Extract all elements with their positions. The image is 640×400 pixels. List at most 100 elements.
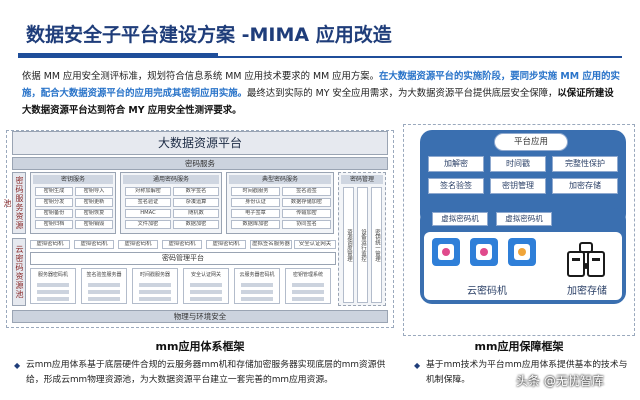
server-indicator (518, 248, 526, 256)
big-data-platform-bar: 大数据资源平台 (12, 131, 388, 155)
group-cell: 签名验证 (125, 198, 171, 207)
service-box: 签名验签 (428, 178, 484, 194)
right-note: ◆ 基于mm技术为平台mm应用体系提供基本的技术与机制保障。 (414, 358, 634, 388)
group-cell: 数据库加密 (231, 220, 280, 229)
mm-system-framework-panel (6, 130, 394, 328)
cloud-pool-side-label: 云密码资源池 (12, 238, 26, 306)
group-cell: 文件加密 (125, 220, 171, 229)
intro-bold: 以保证所建设大数据资源平台达到符合 MY 应用安全性测评要求。 (22, 88, 614, 116)
physical-device: 安全认证网关 (183, 268, 229, 304)
group-cell: 身份认证 (231, 198, 280, 207)
right-note-text: 基于mm技术为平台mm应用体系提供基本的技术与机制保障。 (426, 360, 628, 385)
service-box: 加解密 (428, 156, 484, 172)
device-slot (139, 297, 171, 301)
group-cell: 密钥更新 (75, 198, 113, 207)
title-accent-bar (18, 53, 218, 58)
group-cell: 密钥生成 (35, 187, 73, 196)
right-diagram-caption: mm应用保障框架 (474, 340, 564, 353)
platform-application-label: 平台应用 (494, 133, 568, 151)
key-service-group: 密钥服务 密钥生成 密钥导入 密钥分发 密钥更新 密钥备份 密钥恢复 密钥归档 … (30, 172, 116, 234)
intro-highlight: 在大数据资源平台的实施阶段，要同步实施 MM 应用的实施，配合大数据资源平台的应… (22, 71, 620, 99)
crypto-service-bar: 密码服务 (12, 157, 388, 170)
physical-device-label: 时间戳服务器 (139, 272, 170, 278)
virtual-device: 虚拟密码机 (162, 240, 202, 249)
device-slot (88, 283, 120, 287)
group-cell: 密钥恢复 (75, 209, 113, 218)
typical-crypto-header: 典型密码服务 (229, 175, 331, 184)
physical-device-label: 云服务器密码机 (239, 272, 275, 278)
group-cell: HMAC (125, 209, 171, 218)
group-cell: 杂凑运算 (173, 198, 219, 207)
management-item: 资源调度管理 (343, 187, 354, 303)
device-slot (37, 290, 69, 294)
group-cell: 数据加密 (173, 220, 219, 229)
virtual-device: 虚拟密码机 (30, 240, 70, 249)
physical-device-label: 密钥管理系统 (292, 272, 323, 278)
group-cell: 密钥分发 (35, 198, 73, 207)
mm-assurance-framework-panel (403, 124, 635, 336)
intro-text-2: 最终达到实际的 MY 安全应用需求，为大数据资源平台提供底层安全保障， (247, 88, 558, 99)
physical-device: 签名验签服务器 (81, 268, 127, 304)
device-slot (241, 290, 273, 294)
service-pool-side-label: 密码服务资源池 (3, 172, 26, 234)
physical-device: 云服务器密码机 (234, 268, 280, 304)
physical-device: 服务器密码机 (30, 268, 76, 304)
physical-environment-bar: 物理与环境安全 (12, 310, 388, 323)
diamond-bullet-icon: ◆ (414, 361, 421, 370)
server-indicator (442, 248, 450, 256)
group-cell: 数字签名 (173, 187, 219, 196)
virtual-device: 虚拟密码机 (118, 240, 158, 249)
device-slot (88, 297, 120, 301)
encrypted-storage-icon (567, 242, 605, 277)
crypto-management-column: 密码管理 资源调度管理 设备运行监控 密钥统一管理 (338, 172, 386, 306)
cloud-crypto-label: 云密码机 (467, 286, 507, 297)
device-slot (37, 283, 69, 287)
device-slot (241, 297, 273, 301)
physical-device-label: 服务器密码机 (37, 272, 68, 278)
key-service-header: 密钥服务 (33, 175, 113, 184)
device-slot (139, 290, 171, 294)
group-cell: 数据存储加密 (282, 198, 331, 207)
typical-crypto-group: 典型密码服务 时间戳服务 签名验签 身份认证 数据存储加密 电子签章 传输加密 … (226, 172, 334, 234)
watermark: 头条 @无忧智库 (516, 374, 604, 388)
management-item: 设备运行监控 (357, 187, 368, 303)
device-slot (37, 297, 69, 301)
group-cell: 密钥归档 (35, 220, 73, 229)
page-title: 数据安全子平台建设方案 -MIMA 应用改造 (26, 24, 392, 46)
group-cell: 时间戳服务 (231, 187, 280, 196)
title-underline (18, 56, 622, 58)
cloud-server-icon (470, 238, 498, 266)
intro-paragraph: 依据 MM 应用安全测评标准，规划符合信息系统 MM 应用技术要求的 MM 应用… (22, 68, 622, 119)
left-note: ◆ 云mm应用体系基于底层硬件合规的云服务器mm机和存储加密服务器实现底层的mm… (14, 358, 394, 388)
physical-device-label: 安全认证网关 (190, 272, 221, 278)
title-bar: 数据安全子平台建设方案 -MIMA 应用改造 (0, 0, 640, 66)
cloud-server-icon (508, 238, 536, 266)
group-cell: 随机数 (173, 209, 219, 218)
virtual-device: 安全认证网关 (294, 240, 336, 249)
device-slot (139, 283, 171, 287)
group-cell: 传输加密 (282, 209, 331, 218)
group-cell: 电子签章 (231, 209, 280, 218)
virtual-device: 虚拟密码机 (206, 240, 246, 249)
physical-device: 密钥管理系统 (285, 268, 331, 304)
cloud-server-icon (432, 238, 460, 266)
general-crypto-header: 通用密码服务 (123, 175, 219, 184)
virtual-device: 虚拟密码机 (74, 240, 114, 249)
device-slot (190, 283, 222, 287)
server-indicator (480, 248, 488, 256)
management-item: 密钥统一管理 (371, 187, 382, 303)
virtual-device: 虚拟签名服务器 (250, 240, 292, 249)
virtual-crypto-machine: 虚拟密码机 (432, 212, 488, 226)
crypto-management-header: 密码管理 (341, 175, 383, 184)
left-note-text: 云mm应用体系基于底层硬件合规的云服务器mm机和存储加密服务器实现底层的mm资源… (26, 360, 386, 385)
device-slot (292, 290, 324, 294)
service-box: 加密存储 (552, 178, 618, 194)
pool-manager-bar: 密码管理平台 (30, 252, 336, 265)
service-box: 密钥管理 (490, 178, 546, 194)
group-cell: 对称加解密 (125, 187, 171, 196)
device-slot (292, 297, 324, 301)
physical-device-label: 签名验签服务器 (86, 272, 122, 278)
diamond-bullet-icon: ◆ (14, 361, 21, 370)
device-slot (190, 297, 222, 301)
group-cell: 协同签名 (282, 220, 331, 229)
